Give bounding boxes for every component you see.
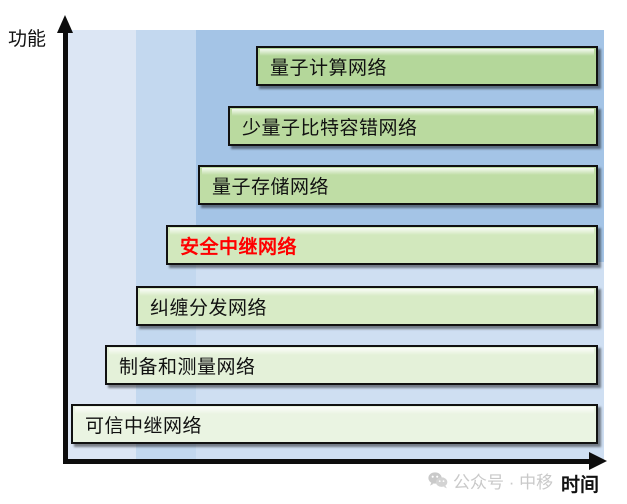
wechat-icon bbox=[428, 472, 448, 489]
stair-step-label: 纠缠分发网络 bbox=[150, 297, 268, 319]
stair-step-5[interactable]: 量子存储网络 bbox=[198, 165, 598, 205]
stair-step-2[interactable]: 制备和测量网络 bbox=[105, 345, 598, 385]
x-axis-label: 时间 bbox=[561, 475, 600, 496]
y-axis-line bbox=[63, 30, 68, 464]
stair-step-label: 少量子比特容错网络 bbox=[242, 117, 418, 139]
stair-step-6[interactable]: 少量子比特容错网络 bbox=[228, 106, 598, 146]
stair-step-label: 可信中继网络 bbox=[85, 415, 203, 437]
background-band-1 bbox=[66, 30, 136, 462]
stair-step-7[interactable]: 量子计算网络 bbox=[256, 46, 598, 86]
x-axis-line bbox=[63, 459, 591, 464]
watermark: 公众号 · 中移 bbox=[428, 468, 553, 493]
watermark-text: 公众号 · 中移 bbox=[453, 473, 554, 492]
y-axis-label: 功能 bbox=[8, 29, 47, 50]
stair-step-label: 制备和测量网络 bbox=[119, 356, 256, 378]
stair-step-4[interactable]: 安全中继网络 bbox=[166, 225, 598, 265]
stair-step-label: 量子计算网络 bbox=[270, 57, 388, 79]
y-axis-arrow-icon bbox=[57, 15, 73, 33]
stair-step-3[interactable]: 纠缠分发网络 bbox=[136, 286, 598, 326]
x-axis-arrow-icon bbox=[589, 452, 607, 470]
stair-step-label: 量子存储网络 bbox=[212, 176, 330, 198]
stair-step-1[interactable]: 可信中继网络 bbox=[71, 404, 598, 444]
stair-step-label: 安全中继网络 bbox=[180, 236, 298, 258]
